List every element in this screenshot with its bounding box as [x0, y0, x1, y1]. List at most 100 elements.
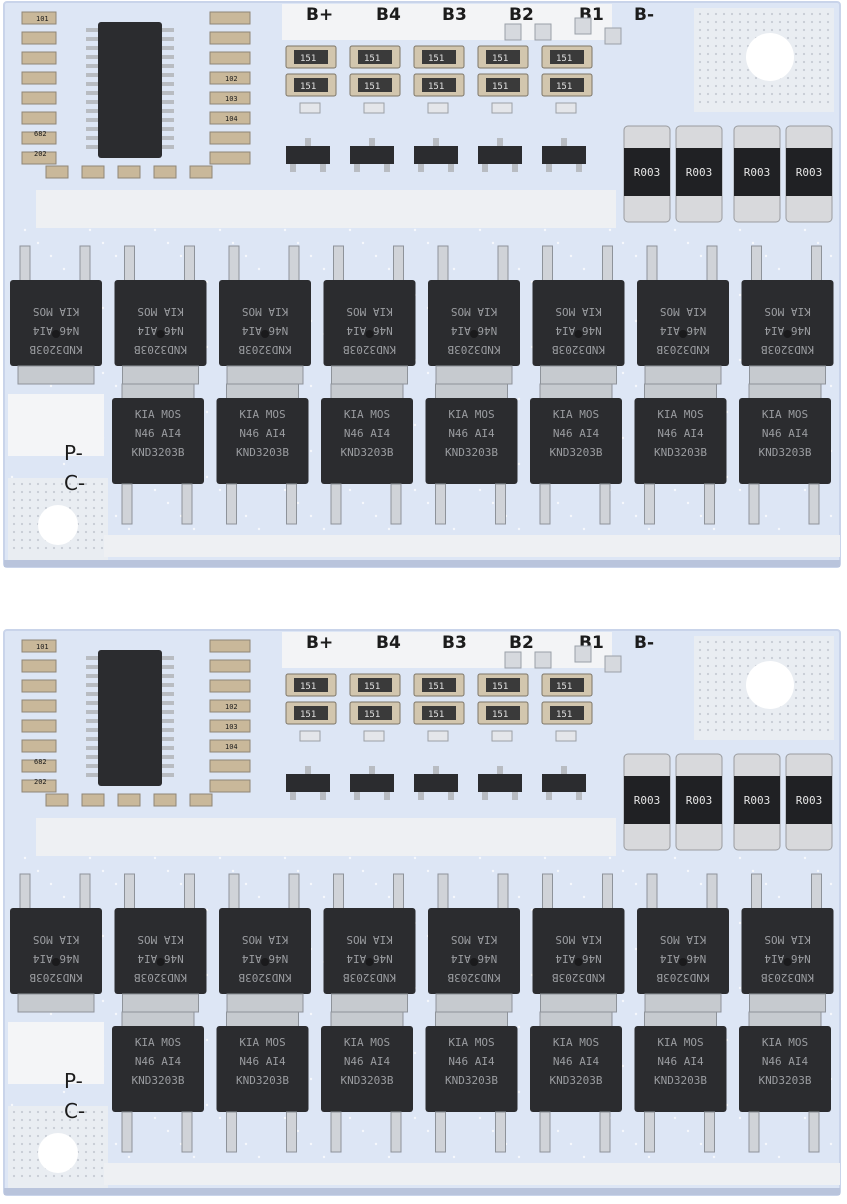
pad-dot — [746, 84, 750, 88]
pad-dot — [794, 68, 798, 72]
shunt-code: R003 — [634, 794, 661, 807]
pad-dot — [818, 12, 822, 16]
ic-pin — [86, 674, 98, 678]
pad-dot — [100, 546, 104, 550]
via — [491, 869, 495, 873]
mosfet-lead — [228, 873, 240, 911]
pad-dot — [60, 490, 64, 494]
via — [751, 869, 755, 873]
mosfet-text: KND3203B — [656, 343, 709, 356]
pad-dot — [714, 12, 718, 16]
pad-dot — [818, 720, 822, 724]
mosfet-bottom — [216, 398, 309, 484]
mosfet-lead — [808, 1111, 820, 1153]
pad-dot — [714, 60, 718, 64]
ic-pin — [162, 100, 174, 104]
pad-dot — [818, 92, 822, 96]
pad-dot — [12, 1118, 16, 1122]
solder-pad — [504, 23, 522, 41]
via — [686, 869, 690, 873]
pin — [512, 164, 518, 172]
pad-dot — [762, 656, 766, 660]
solder-pad — [604, 655, 622, 673]
pad-dot — [714, 52, 718, 56]
pad-dot — [20, 1166, 24, 1170]
mosfet-text: N46 AI4 — [657, 1055, 704, 1068]
mosfet-lead — [437, 245, 449, 283]
pin — [305, 138, 311, 146]
pad-dot — [746, 20, 750, 24]
pad-dot — [746, 704, 750, 708]
resistor-code: 151 — [556, 54, 572, 64]
small-mosfet — [286, 146, 330, 164]
pad-dot — [738, 52, 742, 56]
pad-dot — [738, 672, 742, 676]
via — [257, 267, 261, 271]
pad-dot — [722, 28, 726, 32]
pad-dot — [810, 648, 814, 652]
pad-dot — [770, 720, 774, 724]
mosfet-top — [532, 280, 625, 366]
pad-dot — [44, 498, 48, 502]
pad-dot — [714, 92, 718, 96]
via — [101, 241, 105, 245]
via — [10, 1103, 14, 1107]
via — [829, 882, 833, 886]
pad-dot — [770, 92, 774, 96]
pad-dot — [706, 12, 710, 16]
pad-dot — [84, 530, 88, 534]
bus-strip — [36, 190, 616, 228]
smd-resistor — [21, 91, 57, 105]
via — [244, 254, 248, 258]
mosfet-dot — [783, 330, 792, 338]
mosfet-lead — [124, 873, 135, 911]
pad-dot — [818, 28, 822, 32]
mosfet-lead — [393, 873, 404, 911]
pad-dot — [68, 1126, 72, 1130]
via — [36, 869, 40, 873]
pad-dot — [786, 728, 790, 732]
mosfet-text: KND3203B — [759, 446, 812, 459]
pad-dot — [68, 498, 72, 502]
pad-dot — [20, 514, 24, 518]
mosfet-top — [637, 280, 729, 366]
pad-dot — [826, 36, 830, 40]
pad-dot — [698, 68, 702, 72]
pad-dot — [698, 640, 702, 644]
smd-resistor — [209, 659, 251, 673]
via — [114, 1012, 118, 1016]
side-label: C- — [64, 1099, 85, 1123]
shunt-code: R003 — [744, 166, 771, 179]
mosfet-lead — [435, 483, 446, 525]
pad-dot — [698, 36, 702, 40]
pad-dot — [730, 688, 734, 692]
via — [413, 1116, 417, 1120]
ic-pin — [86, 82, 98, 86]
ic-pin — [162, 127, 174, 131]
mosfet-text: KND3203B — [656, 971, 709, 984]
pad-dot — [730, 68, 734, 72]
shunt-body — [734, 148, 780, 196]
pad-dot — [706, 36, 710, 40]
pad-dot — [786, 664, 790, 668]
via — [491, 501, 495, 505]
mosfet-tab — [330, 383, 404, 401]
pad-dot — [92, 1110, 96, 1114]
ic-pin — [162, 118, 174, 122]
resistor-code: 151 — [556, 82, 572, 92]
via — [582, 1155, 586, 1159]
pad-dot — [826, 672, 830, 676]
pad-dot — [20, 482, 24, 486]
via — [829, 254, 833, 258]
via — [218, 228, 222, 232]
via — [205, 410, 209, 414]
pad-dot — [714, 84, 718, 88]
pad-dot — [746, 696, 750, 700]
via — [36, 241, 40, 245]
pad-dot — [698, 680, 702, 684]
via — [556, 241, 560, 245]
mosfet-lead — [646, 245, 658, 283]
pad-dot — [84, 1158, 88, 1162]
via — [673, 488, 677, 492]
